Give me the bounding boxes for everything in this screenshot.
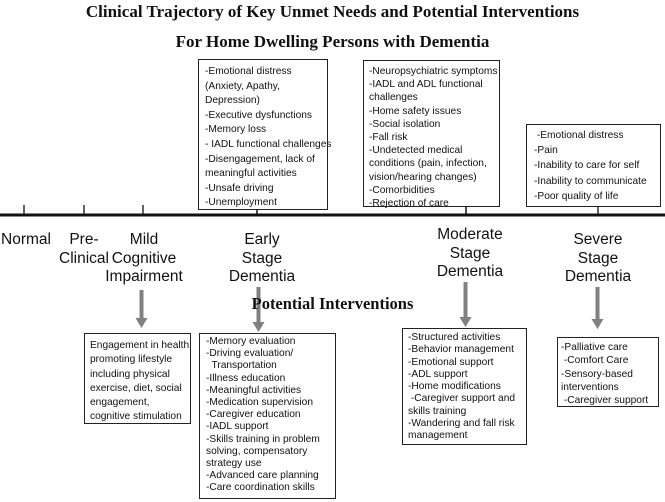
title-line-2: For Home Dwelling Persons with Dementia (175, 32, 490, 51)
stage-normal: Normal (0, 231, 52, 250)
intervention-item: -Caregiver education (206, 409, 301, 421)
need-item: -Inability to communicate (534, 175, 647, 187)
stage-preclinical: Pre-Clinical (58, 231, 110, 268)
intervention-item: promoting lifestyle (90, 354, 173, 366)
intervention-item: -Memory evaluation (206, 336, 296, 347)
need-item: conditions (pain, infection, (369, 158, 487, 170)
intervention-item: -Home modifications (408, 381, 501, 393)
potential-interventions-label: Potential Interventions (251, 294, 414, 313)
intervention-item: solving, compensatory (206, 445, 308, 457)
intervention-item: -IADL support (206, 421, 269, 433)
need-item: -Emotional distress (534, 130, 624, 141)
stage-label-line: Normal (1, 231, 51, 248)
need-item: -Rejection of care (369, 198, 449, 210)
stage-label-line: Pre- (69, 231, 99, 248)
needs-box-early: -Emotional distress (Anxiety, Apathy, Depr… (198, 59, 332, 210)
need-item: - IADL functional challenges (205, 138, 332, 150)
intervention-box-early: -Memory evaluation-Driving evaluation/ T… (199, 333, 336, 499)
intervention-item: Engagement in health (90, 340, 190, 351)
need-item: -Unemployment (205, 197, 277, 209)
intervention-item: -Illness education (206, 372, 286, 384)
arrow-moderate (459, 282, 472, 327)
intervention-item: -Advanced care planning (206, 470, 319, 482)
need-item: challenges (369, 92, 418, 104)
intervention-item: -Driving evaluation/ (206, 348, 294, 360)
stage-label-line: Cognitive (111, 249, 177, 267)
need-item: -Neuropsychiatric symptoms (369, 66, 498, 77)
intervention-item: including physical (90, 368, 170, 380)
intervention-item: -ADL support (408, 368, 468, 380)
title-line-1: Clinical Trajectory of Key Unmet Needs a… (85, 2, 580, 21)
stage-label-line: Stage (449, 244, 491, 262)
stage-label-line: Severe (573, 231, 623, 248)
need-item: (Anxiety, Apathy, (205, 80, 280, 92)
need-item: -Undetected medical (369, 145, 463, 157)
intervention-item: -Skills training in problem (206, 433, 320, 445)
intervention-item: -Comfort Care (561, 355, 629, 367)
intervention-item: -Wandering and fall risk (408, 418, 515, 430)
intervention-item: -Care coordination skills (206, 482, 315, 494)
intervention-item: interventions (561, 381, 619, 393)
intervention-item: exercise, diet, social (90, 382, 182, 394)
stage-label-line: Mild (129, 231, 159, 248)
need-item: -Executive dysfunctions (205, 109, 313, 121)
stage-label-line: Impairment (105, 268, 183, 285)
intervention-item: -Behavior management (408, 344, 514, 356)
intervention-box-mci: Engagement in health promoting lifestyle i… (84, 333, 191, 424)
intervention-box-moderate: -Structured activities-Behavior manageme… (402, 328, 527, 445)
intervention-item: strategy use (206, 458, 262, 470)
need-item: -Pain (534, 145, 558, 157)
needs-box-moderate: -Neuropsychiatric symptoms -IADL and ADL … (363, 60, 500, 210)
need-item: -Memory loss (205, 124, 267, 136)
intervention-item: management (408, 430, 468, 442)
intervention-item: -Caregiver support and (408, 393, 516, 405)
need-item: -Social isolation (369, 118, 441, 130)
intervention-item: cognitive stimulation (90, 411, 182, 423)
intervention-item: -Palliative care (561, 342, 628, 353)
intervention-item: Transportation (206, 360, 277, 372)
need-item: -Unsafe driving (205, 182, 274, 194)
need-item: -Poor quality of life (534, 190, 619, 202)
need-item: -Fall risk (369, 132, 408, 144)
need-item: -Comorbidities (369, 184, 435, 196)
intervention-item: -Medication supervision (206, 397, 314, 409)
intervention-item: -Emotional support (408, 356, 494, 368)
need-item: -IADL and ADL functional (369, 79, 483, 91)
stage-label-line: Early (244, 231, 280, 248)
stage-label-line: Stage (577, 249, 619, 267)
need-item: -Disengagement, lack of (205, 153, 315, 165)
stage-label-line: Stage (241, 249, 283, 267)
stage-label-line: Dementia (228, 268, 296, 285)
need-item: -Emotional distress (205, 66, 292, 77)
need-item: vision/hearing changes) (369, 171, 477, 183)
intervention-item: -Sensory-based (561, 368, 633, 380)
arrow-severe (591, 287, 604, 329)
intervention-item: -Structured activities (408, 332, 501, 343)
intervention-item: engagement, (90, 397, 150, 409)
stage-label-line: Dementia (436, 263, 504, 280)
need-item: Depression) (205, 95, 260, 107)
need-item: meaningful activities (205, 168, 297, 180)
stage-label-line: Clinical (59, 249, 109, 267)
intervention-item: -Meaningful activities (206, 384, 302, 396)
intervention-item: skills training (408, 405, 467, 417)
intervention-box-severe: -Palliative care -Comfort Care-Sensory-b… (557, 337, 659, 407)
need-item: -Inability to care for self (534, 160, 640, 172)
arrow-mci (135, 290, 148, 328)
stage-label-line: Dementia (564, 268, 632, 285)
stage-label-line: Moderate (437, 226, 503, 243)
need-item: -Home safety issues (369, 105, 462, 117)
needs-box-severe: -Emotional distress -Pain -Inability to ca… (526, 124, 661, 207)
intervention-item: -Caregiver support (561, 395, 649, 407)
arrow-early (252, 287, 265, 332)
